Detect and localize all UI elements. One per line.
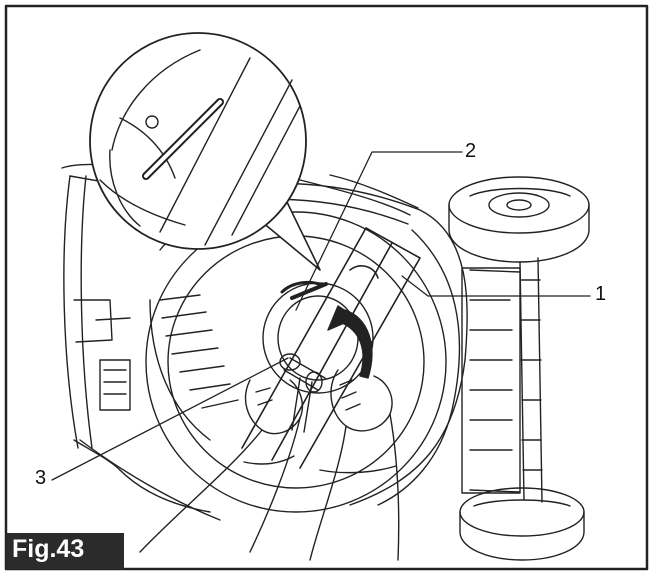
callout-label-3: 3 <box>35 467 47 489</box>
figure-badge: Fig.43 <box>6 533 124 569</box>
rear-right-wheel <box>448 176 590 263</box>
leader-line-3 <box>51 357 289 481</box>
leader-line-1 <box>401 275 591 297</box>
callout-label-1: 1 <box>595 283 607 305</box>
hands <box>139 369 400 561</box>
rotation-arrow-head <box>327 305 357 331</box>
figure-frame <box>4 4 649 571</box>
detail-inset <box>89 32 321 271</box>
blade <box>241 227 421 469</box>
mower-deck <box>63 174 468 521</box>
front-right-wheel <box>459 487 585 561</box>
callout-label-2: 2 <box>465 140 477 162</box>
figure-label: Fig.43 <box>12 535 85 563</box>
rotation-arrow <box>339 309 373 379</box>
right-axle-frame <box>461 257 543 503</box>
leader-lines <box>51 151 591 481</box>
leader-line-2 <box>295 151 463 311</box>
